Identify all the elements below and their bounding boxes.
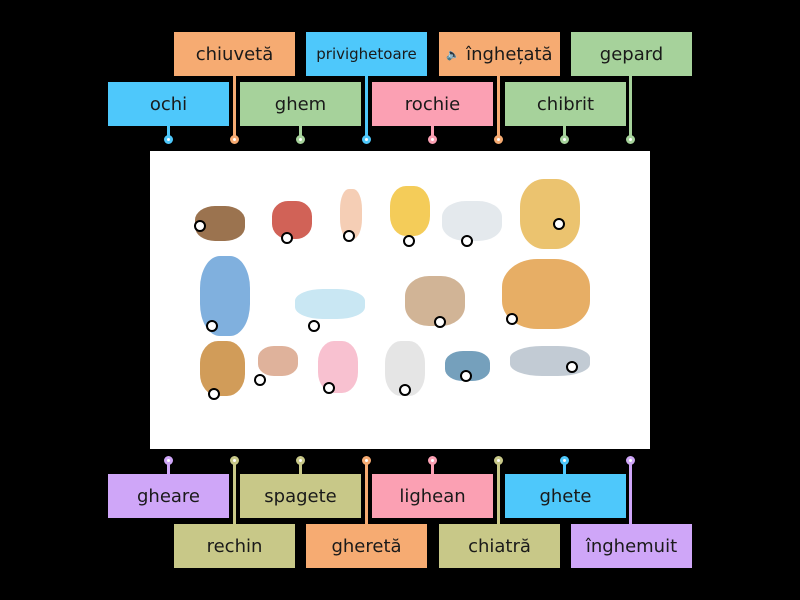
drop-target-marker[interactable]	[434, 316, 446, 328]
word-text: înghemuit	[585, 535, 678, 557]
connector-line	[299, 460, 302, 474]
drop-target-marker[interactable]	[323, 382, 335, 394]
connector-line	[167, 460, 170, 474]
drop-target-marker[interactable]	[281, 232, 293, 244]
connector-dot[interactable]	[494, 456, 503, 465]
connector-line	[629, 460, 632, 524]
connector-dot[interactable]	[164, 135, 173, 144]
word-label[interactable]: rechin	[174, 524, 295, 568]
drop-target-marker[interactable]	[308, 320, 320, 332]
word-text: gepard	[599, 43, 664, 65]
connector-dot[interactable]	[362, 456, 371, 465]
word-text: ochi	[149, 93, 188, 115]
word-label[interactable]: chiatră	[439, 524, 560, 568]
word-text: înghețată	[466, 43, 553, 65]
drop-target-marker[interactable]	[566, 361, 578, 373]
guitar-picture	[200, 341, 245, 396]
word-text: ghete	[539, 485, 592, 507]
drop-target-marker[interactable]	[460, 370, 472, 382]
word-label[interactable]: rochie	[372, 82, 493, 126]
word-text: chiuvetă	[195, 43, 274, 65]
match-picture	[258, 346, 298, 376]
connector-dot[interactable]	[362, 135, 371, 144]
speaker-icon[interactable]: 🔈	[446, 47, 461, 61]
ice-cream-picture	[340, 189, 362, 239]
word-label[interactable]: privighetoare	[306, 32, 427, 76]
drop-target-marker[interactable]	[194, 220, 206, 232]
connector-line	[365, 76, 368, 139]
word-label[interactable]: ghem	[240, 82, 361, 126]
drop-target-marker[interactable]	[343, 230, 355, 242]
drop-target-marker[interactable]	[399, 384, 411, 396]
drop-target-marker[interactable]	[254, 374, 266, 386]
connector-line	[233, 460, 236, 524]
picture-board	[150, 151, 650, 449]
connector-line	[629, 76, 632, 139]
drop-target-marker[interactable]	[208, 388, 220, 400]
word-label[interactable]: gheretă	[306, 524, 427, 568]
connector-dot[interactable]	[626, 456, 635, 465]
connector-line	[299, 126, 302, 139]
cheetah-picture	[520, 179, 580, 249]
word-text: chiatră	[468, 535, 531, 557]
word-text: rechin	[206, 535, 263, 557]
connector-line	[167, 126, 170, 139]
connector-dot[interactable]	[494, 135, 503, 144]
connector-dot[interactable]	[296, 456, 305, 465]
word-label[interactable]: lighean	[372, 474, 493, 518]
claws-picture	[390, 186, 430, 236]
word-text: chibrit	[536, 93, 595, 115]
word-label[interactable]: ghete	[505, 474, 626, 518]
word-text: gheare	[136, 485, 201, 507]
connector-dot[interactable]	[560, 135, 569, 144]
connector-line	[365, 460, 368, 524]
drop-target-marker[interactable]	[403, 235, 415, 247]
connector-line	[431, 460, 434, 474]
drop-target-marker[interactable]	[553, 218, 565, 230]
connector-line	[497, 76, 500, 139]
word-text: gheretă	[331, 535, 402, 557]
word-text: ghem	[274, 93, 327, 115]
connector-dot[interactable]	[230, 135, 239, 144]
word-label[interactable]: chiuvetă	[174, 32, 295, 76]
connector-line	[497, 460, 500, 524]
connector-dot[interactable]	[164, 456, 173, 465]
connector-line	[563, 460, 566, 474]
shark-picture	[510, 346, 590, 376]
connector-line	[563, 126, 566, 139]
word-label[interactable]: spagete	[240, 474, 361, 518]
drop-target-marker[interactable]	[461, 235, 473, 247]
connector-line	[233, 76, 236, 139]
basin-picture	[295, 289, 365, 319]
connector-line	[431, 126, 434, 139]
connector-dot[interactable]	[626, 135, 635, 144]
connector-dot[interactable]	[560, 456, 569, 465]
spaghetti-picture	[442, 201, 502, 241]
drop-target-marker[interactable]	[206, 320, 218, 332]
connector-dot[interactable]	[230, 456, 239, 465]
connector-dot[interactable]	[428, 456, 437, 465]
word-text: rochie	[404, 93, 461, 115]
word-label[interactable]: ochi	[108, 82, 229, 126]
word-label[interactable]: 🔈 înghețată	[439, 32, 560, 76]
word-label[interactable]: gepard	[571, 32, 692, 76]
word-text: spagete	[264, 485, 337, 507]
word-text: privighetoare	[316, 45, 417, 63]
connector-dot[interactable]	[296, 135, 305, 144]
word-label[interactable]: chibrit	[505, 82, 626, 126]
word-label[interactable]: înghemuit	[571, 524, 692, 568]
yarn-ball-picture	[272, 201, 312, 239]
connector-dot[interactable]	[428, 135, 437, 144]
word-label[interactable]: gheare	[108, 474, 229, 518]
word-text: lighean	[399, 485, 466, 507]
drop-target-marker[interactable]	[506, 313, 518, 325]
